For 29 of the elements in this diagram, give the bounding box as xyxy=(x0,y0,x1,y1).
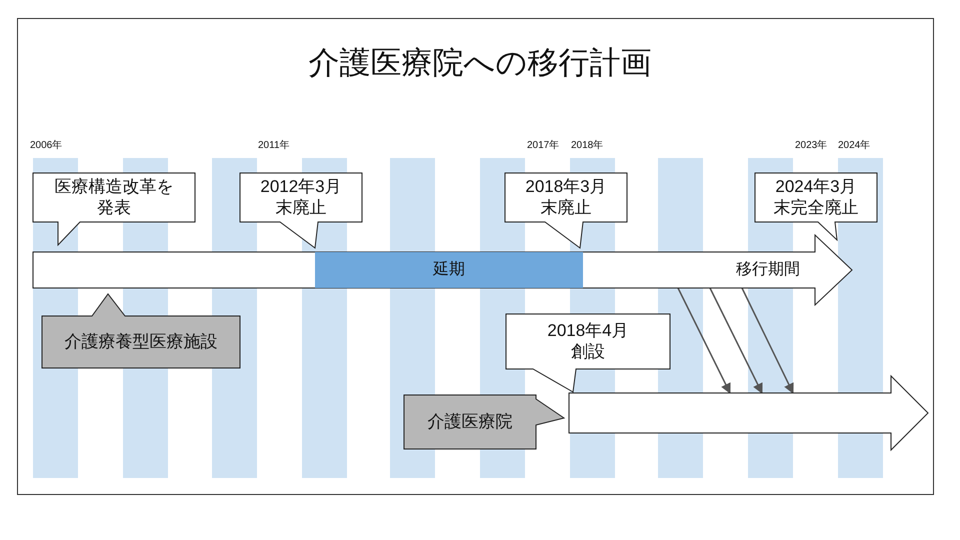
timeline-arrow xyxy=(569,376,928,450)
callout-bubble xyxy=(755,173,877,240)
year-label: 2006年 xyxy=(30,139,62,152)
callout-bubble xyxy=(505,173,627,248)
callout-text: 介護療養型医療施設 xyxy=(64,332,218,352)
callout-text: 2018年4月創設 xyxy=(546,321,630,362)
year-label: 2018年 xyxy=(571,139,604,152)
arrow-label: 延期 xyxy=(433,260,465,280)
arrow xyxy=(741,288,794,394)
callout-text: 2018年3月末廃止 xyxy=(524,177,608,218)
arrow-label: 移行期間 xyxy=(736,260,800,280)
arrow xyxy=(709,288,763,394)
period-band xyxy=(315,252,583,288)
year-label: 2023年 xyxy=(795,139,828,152)
timeline-arrow xyxy=(33,235,852,305)
callout-bubble xyxy=(33,173,195,245)
callout-text: 介護医療院 xyxy=(428,412,512,432)
arrow xyxy=(677,288,731,394)
callout-bubble xyxy=(240,173,362,248)
callout-text: 2012年3月末廃止 xyxy=(259,177,343,218)
callout-bubble xyxy=(42,294,240,368)
callout-bubble xyxy=(506,314,670,392)
year-label: 2017年 xyxy=(527,139,560,152)
diagram-title: 介護医療院への移行計画 xyxy=(308,45,652,80)
callout-bubble xyxy=(404,395,564,449)
year-label: 2024年 xyxy=(838,139,870,152)
callout-text: 2024年3月末完全廃止 xyxy=(772,177,860,218)
year-label: 2011年 xyxy=(258,139,290,152)
callout-text: 医療構造改革を発表 xyxy=(54,177,174,218)
